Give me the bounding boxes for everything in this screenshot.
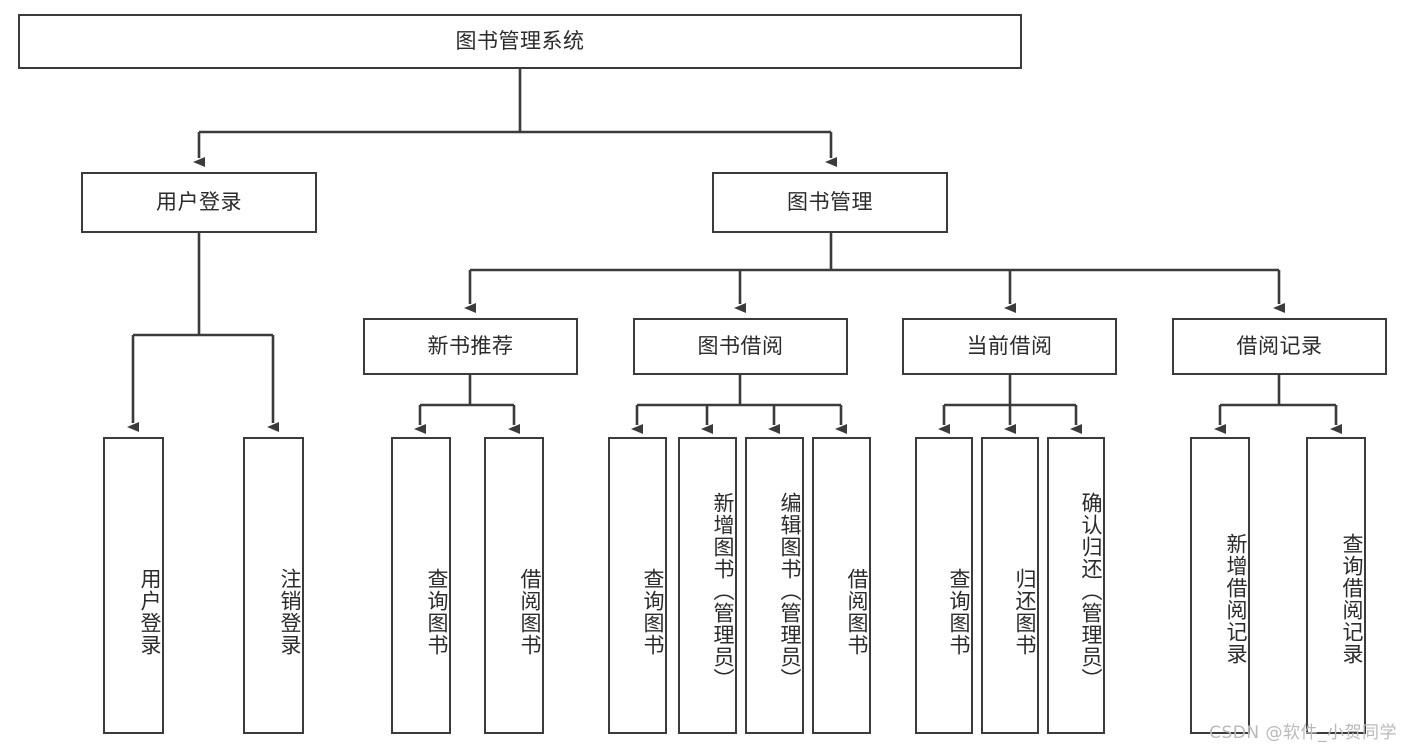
leaf-current-borrow-confirm[interactable]: 确认归还（管理员） bbox=[1047, 437, 1105, 734]
node-current-borrow[interactable]: 当前借阅 bbox=[902, 318, 1117, 375]
leaf-new-book-query[interactable]: 查询图书 bbox=[391, 437, 451, 734]
node-label: 查询图书 bbox=[425, 567, 449, 656]
node-label: 查询借阅记录 bbox=[1340, 532, 1364, 665]
node-label: 图书管理系统 bbox=[455, 29, 585, 54]
node-borrow-record[interactable]: 借阅记录 bbox=[1172, 318, 1387, 375]
node-label: 借阅图书 bbox=[845, 567, 869, 656]
leaf-book-borrow-query[interactable]: 查询图书 bbox=[608, 437, 667, 734]
node-new-book-recommend[interactable]: 新书推荐 bbox=[363, 318, 578, 375]
node-user-login[interactable]: 用户登录 bbox=[81, 172, 317, 233]
leaf-book-borrow-edit[interactable]: 编辑图书（管理员） bbox=[745, 437, 804, 734]
node-label: 归还图书 bbox=[1013, 567, 1037, 656]
leaf-book-borrow-add[interactable]: 新增图书（管理员） bbox=[678, 437, 737, 734]
node-label: 借阅记录 bbox=[1236, 334, 1323, 359]
leaf-borrow-record-query[interactable]: 查询借阅记录 bbox=[1306, 437, 1366, 734]
leaf-book-borrow-borrow[interactable]: 借阅图书 bbox=[812, 437, 871, 734]
node-label: 新增借阅记录 bbox=[1224, 532, 1248, 665]
node-label: 新书推荐 bbox=[427, 334, 514, 359]
watermark: CSDN @软件_小贺同学 bbox=[1209, 723, 1397, 743]
leaf-user-login-login[interactable]: 用户登录 bbox=[103, 437, 164, 734]
leaf-user-login-logout[interactable]: 注销登录 bbox=[243, 437, 304, 734]
node-label: 图书借阅 bbox=[697, 334, 784, 359]
node-book-borrow[interactable]: 图书借阅 bbox=[633, 318, 848, 375]
node-label: 查询图书 bbox=[947, 567, 971, 656]
leaf-borrow-record-add[interactable]: 新增借阅记录 bbox=[1190, 437, 1250, 734]
node-label: 用户登录 bbox=[156, 190, 242, 215]
leaf-current-borrow-query[interactable]: 查询图书 bbox=[915, 437, 973, 734]
node-label: 新增图书（管理员） bbox=[711, 491, 735, 690]
node-label: 用户登录 bbox=[138, 567, 162, 656]
leaf-new-book-borrow[interactable]: 借阅图书 bbox=[484, 437, 544, 734]
node-root-system[interactable]: 图书管理系统 bbox=[18, 14, 1022, 69]
node-label: 注销登录 bbox=[278, 567, 302, 656]
node-book-management[interactable]: 图书管理 bbox=[712, 172, 948, 233]
node-label: 查询图书 bbox=[641, 567, 665, 656]
node-label: 确认归还（管理员） bbox=[1079, 491, 1103, 690]
node-label: 当前借阅 bbox=[966, 334, 1053, 359]
node-label: 编辑图书（管理员） bbox=[778, 491, 802, 690]
node-label: 图书管理 bbox=[787, 190, 873, 215]
node-label: 借阅图书 bbox=[518, 567, 542, 656]
leaf-current-borrow-return[interactable]: 归还图书 bbox=[981, 437, 1039, 734]
